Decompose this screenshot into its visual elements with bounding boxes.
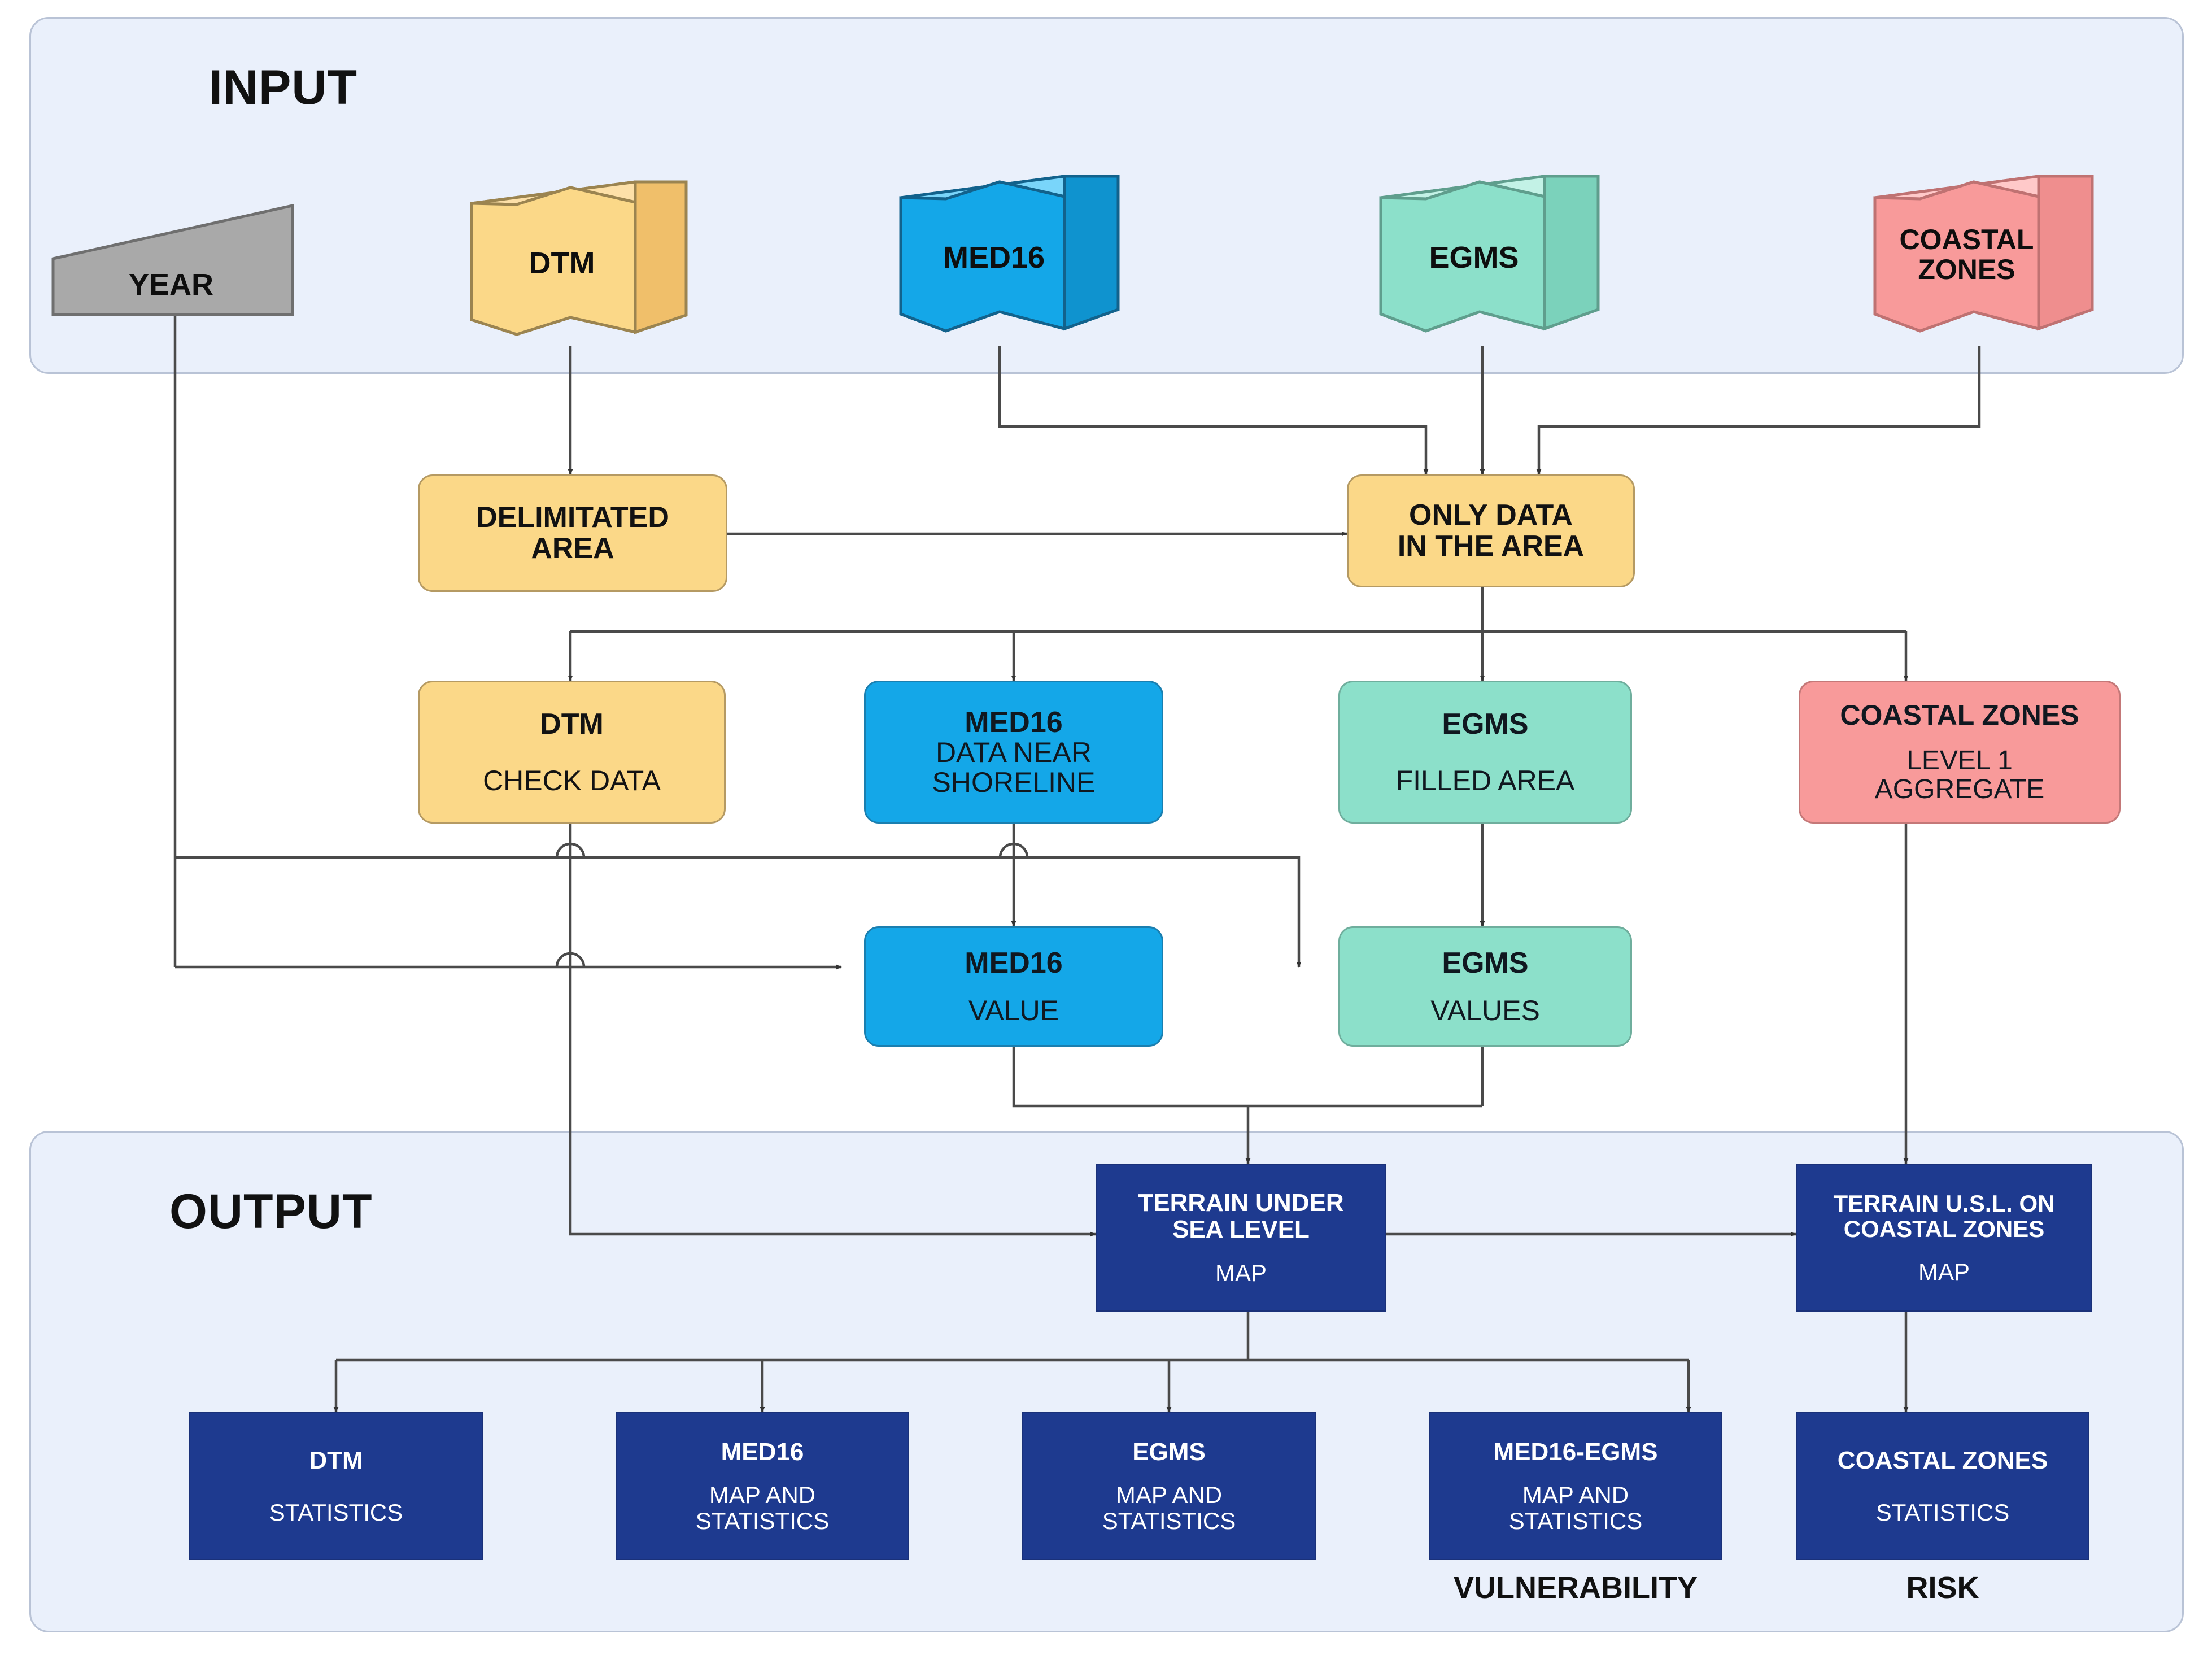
output-result-egms-title: EGMS (1132, 1438, 1206, 1466)
process-delimitated-area-title: DELIMITATED (476, 501, 669, 534)
process-egms-filled-title: EGMS (1442, 707, 1529, 741)
process-med16-shoreline-title: MED16 (965, 705, 1063, 739)
output-result-egms-sub: MAP AND (1115, 1482, 1223, 1509)
output-terrain-cz-title2: COASTAL ZONES (1843, 1216, 2045, 1243)
process-med16-data-near-shoreline[interactable]: MED16 DATA NEAR SHORELINE (864, 681, 1163, 824)
input-source-med16[interactable]: MED16 (878, 164, 1132, 346)
process-egms-filled-sub: FILLED AREA (1395, 764, 1575, 796)
process-egms-values-title: EGMS (1442, 946, 1529, 979)
process-coastal-zones-level1[interactable]: COASTAL ZONES LEVEL 1 AGGREGATE (1799, 681, 2121, 824)
output-result-coastal-zones[interactable]: COASTAL ZONES STATISTICS (1796, 1412, 2089, 1560)
input-band-label: INPUT (209, 60, 357, 115)
output-terrain-usl-on-coastal-zones[interactable]: TERRAIN U.S.L. ON COASTAL ZONES MAP (1796, 1164, 2092, 1312)
output-result-egms-sub2: STATISTICS (1102, 1507, 1236, 1534)
process-delimitated-area-title2: AREA (531, 532, 614, 565)
process-med16-shoreline-sub: DATA NEAR (936, 737, 1092, 769)
process-only-data-in-the-area[interactable]: ONLY DATA IN THE AREA (1347, 474, 1635, 587)
process-delimitated-area[interactable]: DELIMITATED AREA (418, 474, 727, 592)
process-dtm-check-data[interactable]: DTM CHECK DATA (418, 681, 726, 824)
process-coastal-zones-sub2: AGGREGATE (1874, 774, 2045, 804)
input-source-year[interactable]: YEAR (50, 202, 294, 318)
output-result-med16-egms[interactable]: MED16-EGMS MAP AND STATISTICS (1429, 1412, 1722, 1560)
output-terrain-usl-sub: MAP (1215, 1259, 1267, 1286)
process-only-data-title: ONLY DATA (1409, 499, 1573, 532)
output-result-med16-egms-sub: MAP AND (1522, 1482, 1629, 1509)
process-med16-value-title: MED16 (965, 946, 1063, 979)
output-result-med16[interactable]: MED16 MAP AND STATISTICS (616, 1412, 909, 1560)
process-egms-values-sub: VALUES (1430, 994, 1540, 1026)
output-result-dtm[interactable]: DTM STATISTICS (189, 1412, 483, 1560)
output-terrain-cz-title: TERRAIN U.S.L. ON (1833, 1190, 2055, 1217)
process-egms-values[interactable]: EGMS VALUES (1338, 926, 1632, 1047)
tag-risk: RISK (1906, 1571, 1979, 1605)
output-terrain-usl-title: TERRAIN UNDER (1138, 1188, 1344, 1217)
tag-vulnerability: VULNERABILITY (1454, 1571, 1698, 1605)
input-source-coastal-zones[interactable]: COASTAL ZONES (1852, 164, 2106, 346)
process-only-data-title2: IN THE AREA (1397, 530, 1585, 563)
output-terrain-cz-sub: MAP (1918, 1258, 1970, 1285)
output-result-dtm-sub: STATISTICS (269, 1499, 403, 1526)
output-terrain-usl-title2: SEA LEVEL (1172, 1216, 1310, 1244)
output-result-med16-sub: MAP AND (709, 1482, 816, 1509)
process-dtm-check-data-sub: CHECK DATA (483, 764, 661, 796)
process-coastal-zones-sub: LEVEL 1 (1906, 746, 2013, 776)
process-coastal-zones-title: COASTAL ZONES (1840, 699, 2079, 731)
output-result-med16-title: MED16 (721, 1438, 804, 1466)
input-source-dtm[interactable]: DTM (449, 169, 697, 346)
process-egms-filled-area[interactable]: EGMS FILLED AREA (1338, 681, 1632, 824)
output-result-cz-title: COASTAL ZONES (1837, 1446, 2048, 1474)
output-terrain-under-sea-level[interactable]: TERRAIN UNDER SEA LEVEL MAP (1096, 1164, 1386, 1312)
output-result-med16-egms-title: MED16-EGMS (1493, 1438, 1658, 1466)
input-source-egms[interactable]: EGMS (1358, 164, 1612, 346)
process-med16-value-sub: VALUE (968, 994, 1059, 1026)
process-dtm-check-data-title: DTM (540, 707, 604, 741)
output-band-label: OUTPUT (169, 1184, 373, 1239)
output-result-egms[interactable]: EGMS MAP AND STATISTICS (1022, 1412, 1316, 1560)
output-result-dtm-title: DTM (309, 1446, 363, 1474)
process-med16-shoreline-sub2: SHORELINE (932, 766, 1096, 798)
output-result-med16-sub2: STATISTICS (695, 1507, 830, 1534)
output-result-cz-sub: STATISTICS (1875, 1499, 2010, 1526)
process-med16-value[interactable]: MED16 VALUE (864, 926, 1163, 1047)
output-result-med16-egms-sub2: STATISTICS (1508, 1507, 1643, 1534)
